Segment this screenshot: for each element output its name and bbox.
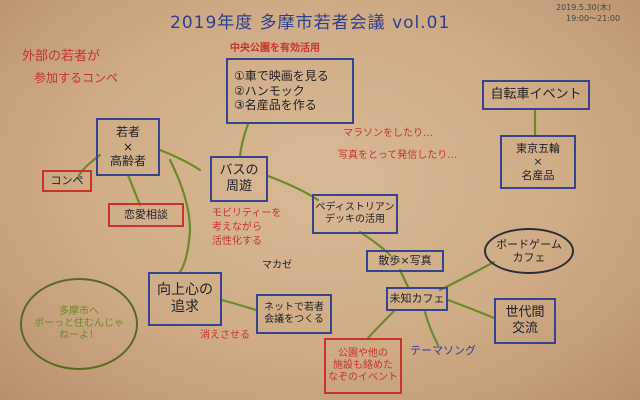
circle-note-line-2: ボーっと住むんじゃ	[34, 318, 124, 329]
box-park-ideas: ①車で映画を見る ②ハンモック ③名産品を作る	[226, 58, 354, 124]
park-event-line-3: なぞのイベント	[328, 372, 398, 383]
improve-line-2: 追求	[171, 299, 199, 315]
note-park-header: 中央公園を有効活用	[230, 43, 320, 54]
note-marathon: マラソンをしたり…	[343, 128, 433, 139]
note-magic: マカゼ	[262, 260, 292, 271]
branch-bus-to-pedestrian	[266, 174, 320, 202]
net-meeting-line-2: 会議をつくる	[264, 314, 324, 325]
walk-photo-label: 散歩×写真	[378, 254, 432, 268]
branch-walk-to-unknown	[398, 268, 410, 289]
box-love-consult: 恋愛相談	[108, 203, 184, 227]
bus-tour-line-2: 周遊	[225, 179, 252, 194]
pedestrian-line-2: デッキの活用	[325, 214, 385, 225]
meeting-date: 2019.5.30(木)	[556, 3, 611, 12]
board-game-line-1: ボードゲーム	[496, 237, 562, 251]
board-game-line-2: カフェ	[512, 251, 546, 264]
branch-unknown-to-theme	[423, 310, 440, 347]
park-idea-1: ①車で映画を見る	[234, 69, 329, 84]
box-walk-photo: 散歩×写真	[366, 250, 444, 272]
oval-board-game-cafe: ボードゲーム カフェ	[484, 228, 574, 274]
park-event-line-1: 公園や他の	[338, 348, 388, 359]
bus-tour-line-1: バスの	[219, 163, 259, 179]
circle-note-line-1: 多摩市へ	[59, 306, 99, 317]
box-intergen: 世代間 交流	[494, 298, 556, 344]
note-mobility-2: 考えながら	[212, 222, 262, 233]
love-consult-label: 恋愛相談	[124, 208, 168, 222]
net-meeting-line-1: ネットで若者	[264, 302, 324, 313]
improve-line-1: 向上心の	[157, 282, 213, 299]
branch-improve-to-net	[220, 298, 258, 312]
note-mobility-1: モビリティーを	[212, 208, 282, 219]
note-outside-youth-2: 参加するコンペ	[34, 71, 119, 85]
park-event-line-2: 施設も絡めた	[333, 360, 393, 371]
park-idea-3: ③名産品を作る	[234, 98, 317, 113]
box-olympics-product: 東京五輪 × 名産品	[500, 135, 576, 189]
bicycle-event-label: 自転車イベント	[490, 87, 582, 103]
box-park-event: 公園や他の 施設も絡めた なぞのイベント	[324, 338, 402, 394]
note-outside-youth-1: 外部の若者が	[22, 49, 101, 64]
intergen-line-1: 世代間	[505, 305, 545, 321]
park-idea-2: ②ハンモック	[234, 83, 305, 98]
branch-unknown-to-intergen	[446, 298, 496, 320]
branch-youth-elder-to-love	[126, 173, 142, 207]
youth-elder-line-2: ×	[122, 139, 134, 154]
board-title: 2019年度 多摩市若者会議 vol.01	[170, 13, 451, 33]
youth-elder-line-3: 高齢者	[109, 154, 146, 169]
olympics-line-3: 名産品	[521, 168, 555, 182]
note-theme-song: テーマソング	[410, 344, 476, 357]
note-no-shame: 消えさせる	[200, 330, 250, 341]
note-photo-share: 写真をとって発信したり…	[338, 150, 458, 161]
box-pedestrian-deck: ペディストリアン デッキの活用	[312, 194, 398, 234]
meeting-time: 19:00〜21:00	[566, 14, 621, 23]
oval-circle-note: 多摩市へ ボーっと住むんじゃ ねーよ！	[20, 278, 138, 370]
note-mobility-3: 活性化する	[212, 236, 262, 247]
box-unknown-cafe: 未知カフェ	[386, 287, 448, 311]
branch-unknown-to-boardgame	[438, 260, 496, 292]
branch-pedestrian-to-walk	[358, 230, 392, 257]
branch-bus-to-park	[238, 122, 250, 158]
compe-label: コンペ	[50, 174, 84, 188]
olympics-line-1: 東京五輪	[516, 142, 560, 156]
pedestrian-line-1: ペディストリアン	[315, 202, 395, 213]
branch-stem-improve	[168, 158, 192, 274]
box-improve: 向上心の 追求	[148, 272, 222, 326]
circle-note-line-3: ねーよ！	[59, 330, 99, 341]
box-compe: コンペ	[42, 170, 92, 192]
olympics-line-2: ×	[533, 155, 543, 169]
branch-youth-elder-to-bus	[158, 148, 202, 172]
branch-unknown-to-event	[366, 308, 397, 340]
unknown-cafe-label: 未知カフェ	[389, 292, 445, 306]
box-youth-elder: 若者 × 高齢者	[96, 118, 160, 176]
box-bicycle-event: 自転車イベント	[482, 80, 590, 110]
youth-elder-line-1: 若者	[115, 125, 140, 140]
intergen-line-2: 交流	[511, 321, 538, 336]
box-bus-tour: バスの 周遊	[210, 156, 268, 202]
box-net-meeting: ネットで若者 会議をつくる	[256, 294, 332, 334]
